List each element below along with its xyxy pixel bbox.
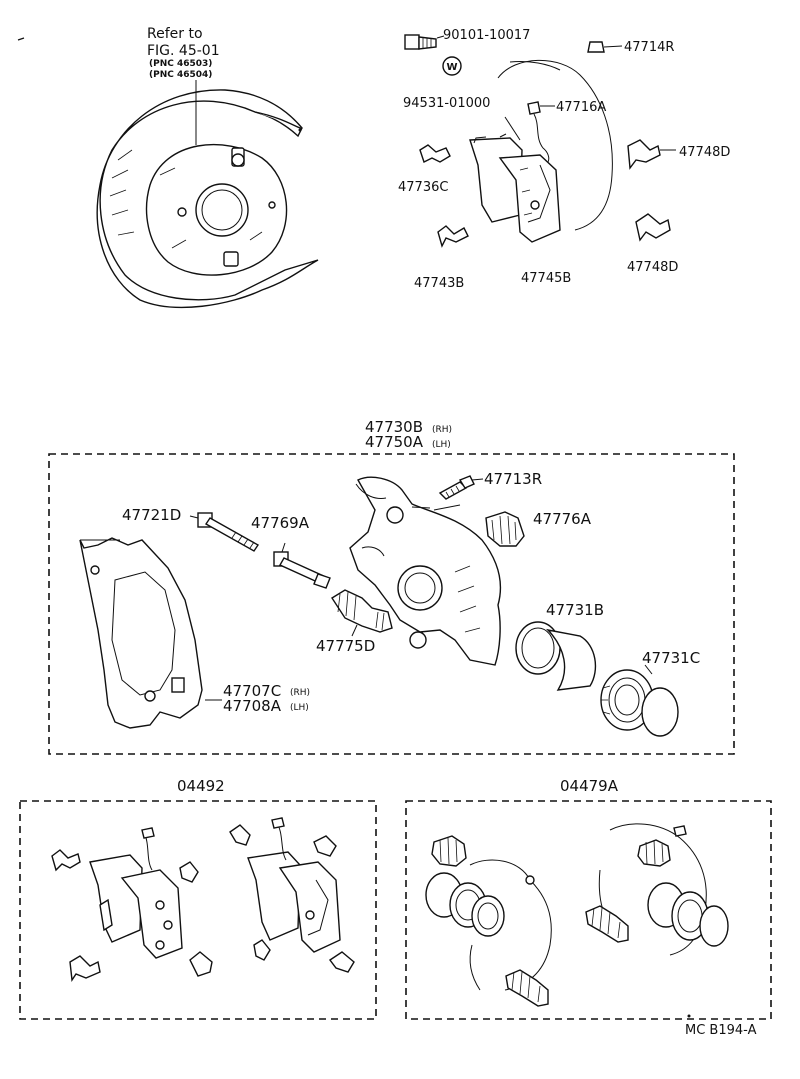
diagram-code: MC B194-A (685, 1023, 757, 1038)
label-47748d-top: 47748D (679, 145, 730, 160)
label-47748d-bottom: 47748D (627, 260, 678, 275)
reference-line-3: (PNC 46503) (149, 59, 212, 69)
seal-kit-parts (425, 823, 729, 1007)
label-47745b: 47745B (521, 271, 571, 286)
label-47707c-side: (RH) (290, 688, 310, 698)
label-47714r: 47714R (624, 40, 674, 55)
label-47775d: 47775D (316, 637, 375, 655)
label-47730b: 47730B (365, 418, 423, 436)
label-kit-04479a: 04479A (560, 777, 619, 795)
label-47750a-side: (LH) (432, 440, 451, 450)
label-90101-10017: 90101-10017 (443, 28, 530, 43)
caliper-assembly-parts (79, 475, 679, 737)
label-47707c: 47707C (223, 682, 281, 700)
label-47730b-side: (RH) (432, 425, 452, 435)
label-47743b: 47743B (414, 276, 464, 291)
label-47731c: 47731C (642, 649, 700, 667)
reference-line-1: Refer to (147, 26, 203, 42)
pad-kit-parts (51, 817, 355, 982)
label-47708a: 47708A (223, 697, 282, 715)
label-47713r: 47713R (484, 470, 542, 488)
label-47721d: 47721D (122, 506, 181, 524)
label-47750a: 47750A (365, 433, 424, 451)
pad-kit-box (19, 800, 377, 1020)
label-47769a: 47769A (251, 514, 310, 532)
dust-cover-backing-plate (96, 80, 319, 309)
label-47776a: 47776A (533, 510, 592, 528)
seal-kit-box (405, 800, 772, 1020)
label-kit-04492: 04492 (177, 777, 225, 795)
pad-and-clips-group: W (404, 34, 676, 248)
label-47736c: 47736C (398, 180, 448, 195)
reference-line-4: (PNC 46504) (149, 70, 212, 80)
label-47731b: 47731B (546, 601, 604, 619)
reference-line-2: FIG. 45-01 (147, 43, 220, 59)
label-47716a: 47716A (556, 100, 606, 115)
label-94531-01000: 94531-01000 (403, 96, 490, 111)
label-47708a-side: (LH) (290, 703, 309, 713)
caliper-assembly-box (48, 453, 735, 755)
washer-symbol: W (446, 62, 457, 73)
